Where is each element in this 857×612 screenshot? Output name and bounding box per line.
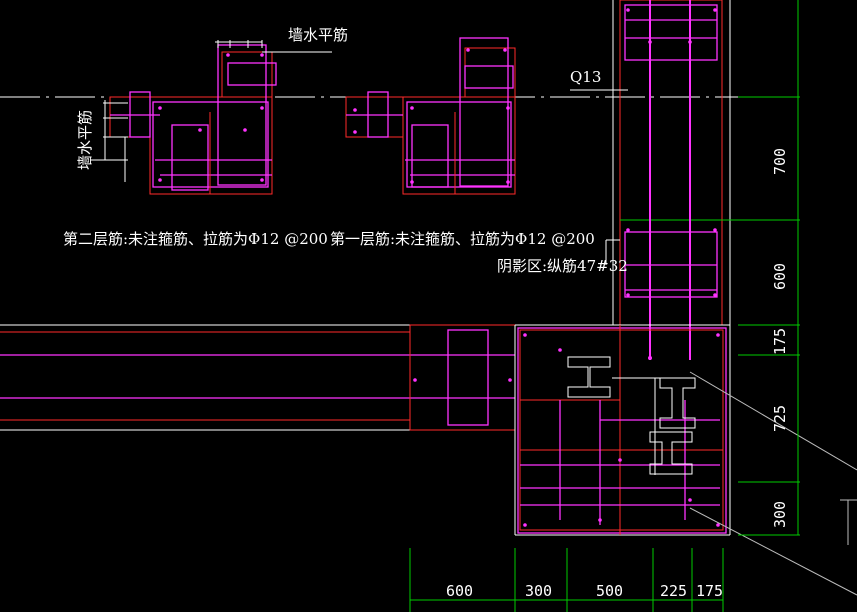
label-wall-h-rebar-top: 墙水平筋 — [288, 26, 348, 44]
dim-right-5: 300 — [771, 501, 789, 528]
dim-bottom-2: 300 — [525, 582, 552, 600]
corner-column — [514, 324, 731, 536]
label-note-layer1: 第一层筋:未注箍筋、拉筋为Φ12 @200 — [330, 230, 595, 248]
dim-bottom-4: 225 — [660, 582, 687, 600]
section-detail-layer2 — [90, 40, 332, 195]
dim-bottom-3: 500 — [596, 582, 623, 600]
dim-bottom-1: 600 — [446, 582, 473, 600]
leaders — [570, 89, 628, 265]
vertical-wall — [612, 0, 800, 360]
label-q13: Q13 — [570, 68, 601, 86]
dim-right-2: 600 — [771, 263, 789, 290]
dim-right-4: 725 — [771, 405, 789, 432]
dimension-chain-right — [738, 0, 800, 536]
dim-right-3: 175 — [771, 328, 789, 355]
dim-right-1: 700 — [771, 148, 789, 175]
label-shadow-zone: 阴影区:纵筋47#32 — [497, 257, 628, 275]
section-lines — [689, 371, 857, 596]
section-detail-layer1 — [345, 37, 516, 195]
dimension-chain-bottom — [409, 548, 724, 612]
label-note-layer2: 第二层筋:未注箍筋、拉筋为Φ12 @200 — [63, 230, 328, 248]
dim-bottom-5: 175 — [696, 582, 723, 600]
horizontal-wall — [0, 324, 516, 431]
label-wall-h-rebar-left: 墙水平筋 — [76, 110, 94, 170]
